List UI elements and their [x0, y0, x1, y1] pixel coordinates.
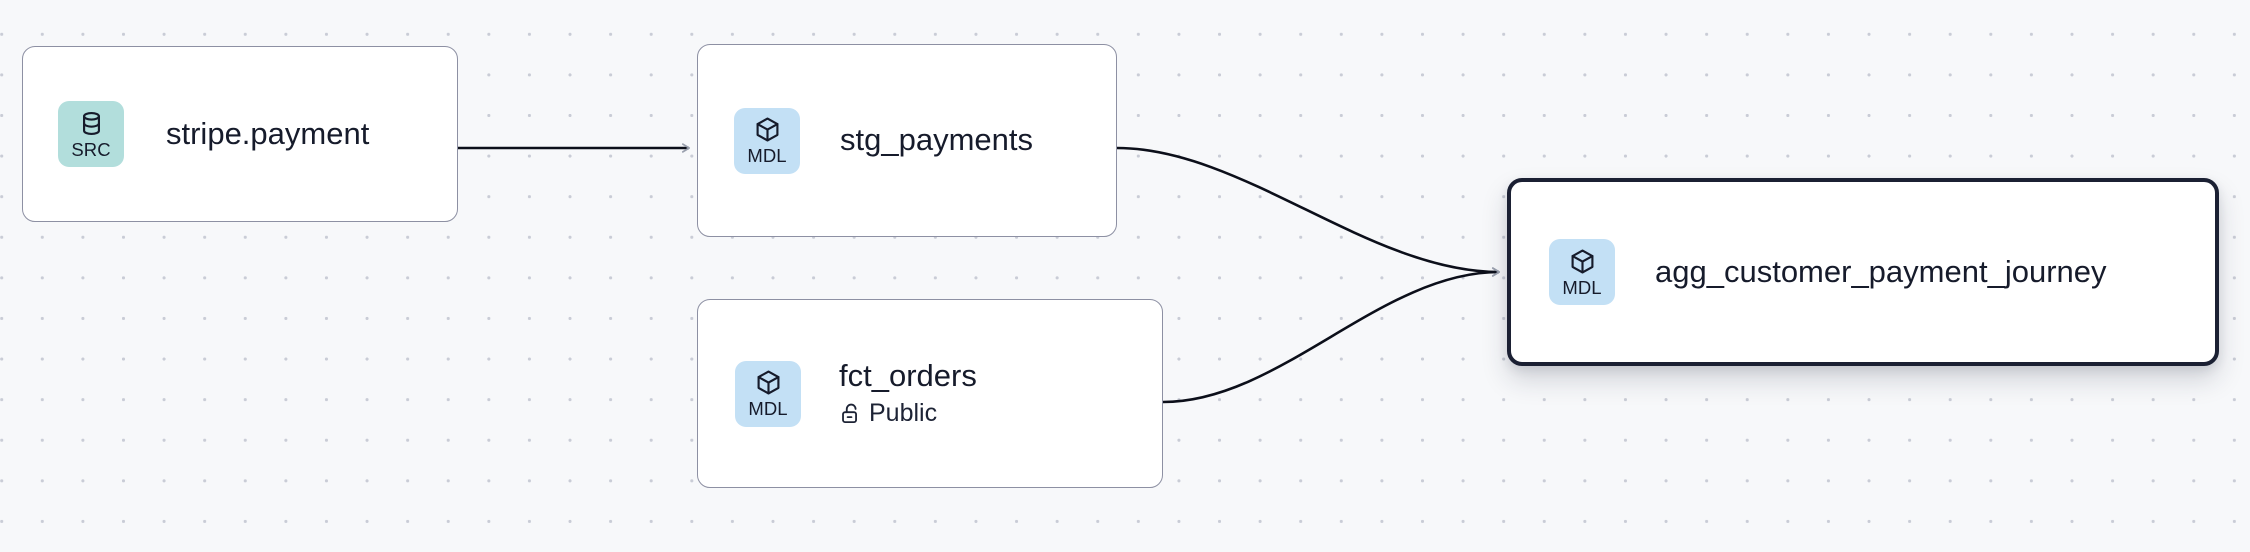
node-title: stg_payments	[840, 122, 1033, 158]
cube-icon	[1569, 247, 1596, 275]
edge-stg-payments-to-agg-customer	[1116, 146, 1501, 277]
node-visibility-label: Public	[869, 398, 938, 427]
graph-node-agg-customer-payment-journey[interactable]: MDL agg_customer_payment_journey	[1507, 178, 2219, 366]
cube-icon	[754, 115, 781, 143]
node-body: stg_payments	[840, 122, 1033, 158]
cube-icon	[755, 368, 782, 396]
node-body: agg_customer_payment_journey	[1655, 253, 2107, 290]
database-icon	[78, 109, 105, 137]
node-title: stripe.payment	[166, 115, 370, 151]
node-title: fct_orders	[839, 358, 977, 394]
node-body: stripe.payment	[166, 115, 370, 152]
model-badge-label: MDL	[748, 398, 788, 420]
graph-node-fct-orders[interactable]: MDL fct_orders Public	[697, 299, 1163, 488]
graph-node-stg-payments[interactable]: MDL stg_payments	[697, 44, 1117, 237]
graph-node-stripe-payment[interactable]: SRC stripe.payment	[22, 46, 458, 222]
model-badge-label: MDL	[747, 145, 787, 167]
model-badge: MDL	[735, 360, 801, 427]
node-visibility: Public	[839, 399, 977, 428]
node-body: fct_orders Public	[839, 359, 977, 427]
source-badge: SRC	[58, 101, 124, 167]
node-title: agg_customer_payment_journey	[1655, 253, 2107, 289]
model-badge: MDL	[734, 107, 800, 174]
model-badge: MDL	[1549, 239, 1615, 305]
model-badge-label: MDL	[1562, 276, 1602, 298]
unlock-icon	[839, 402, 862, 425]
source-badge-label: SRC	[71, 138, 111, 160]
edge-fct-orders-to-agg-customer	[1162, 267, 1501, 404]
